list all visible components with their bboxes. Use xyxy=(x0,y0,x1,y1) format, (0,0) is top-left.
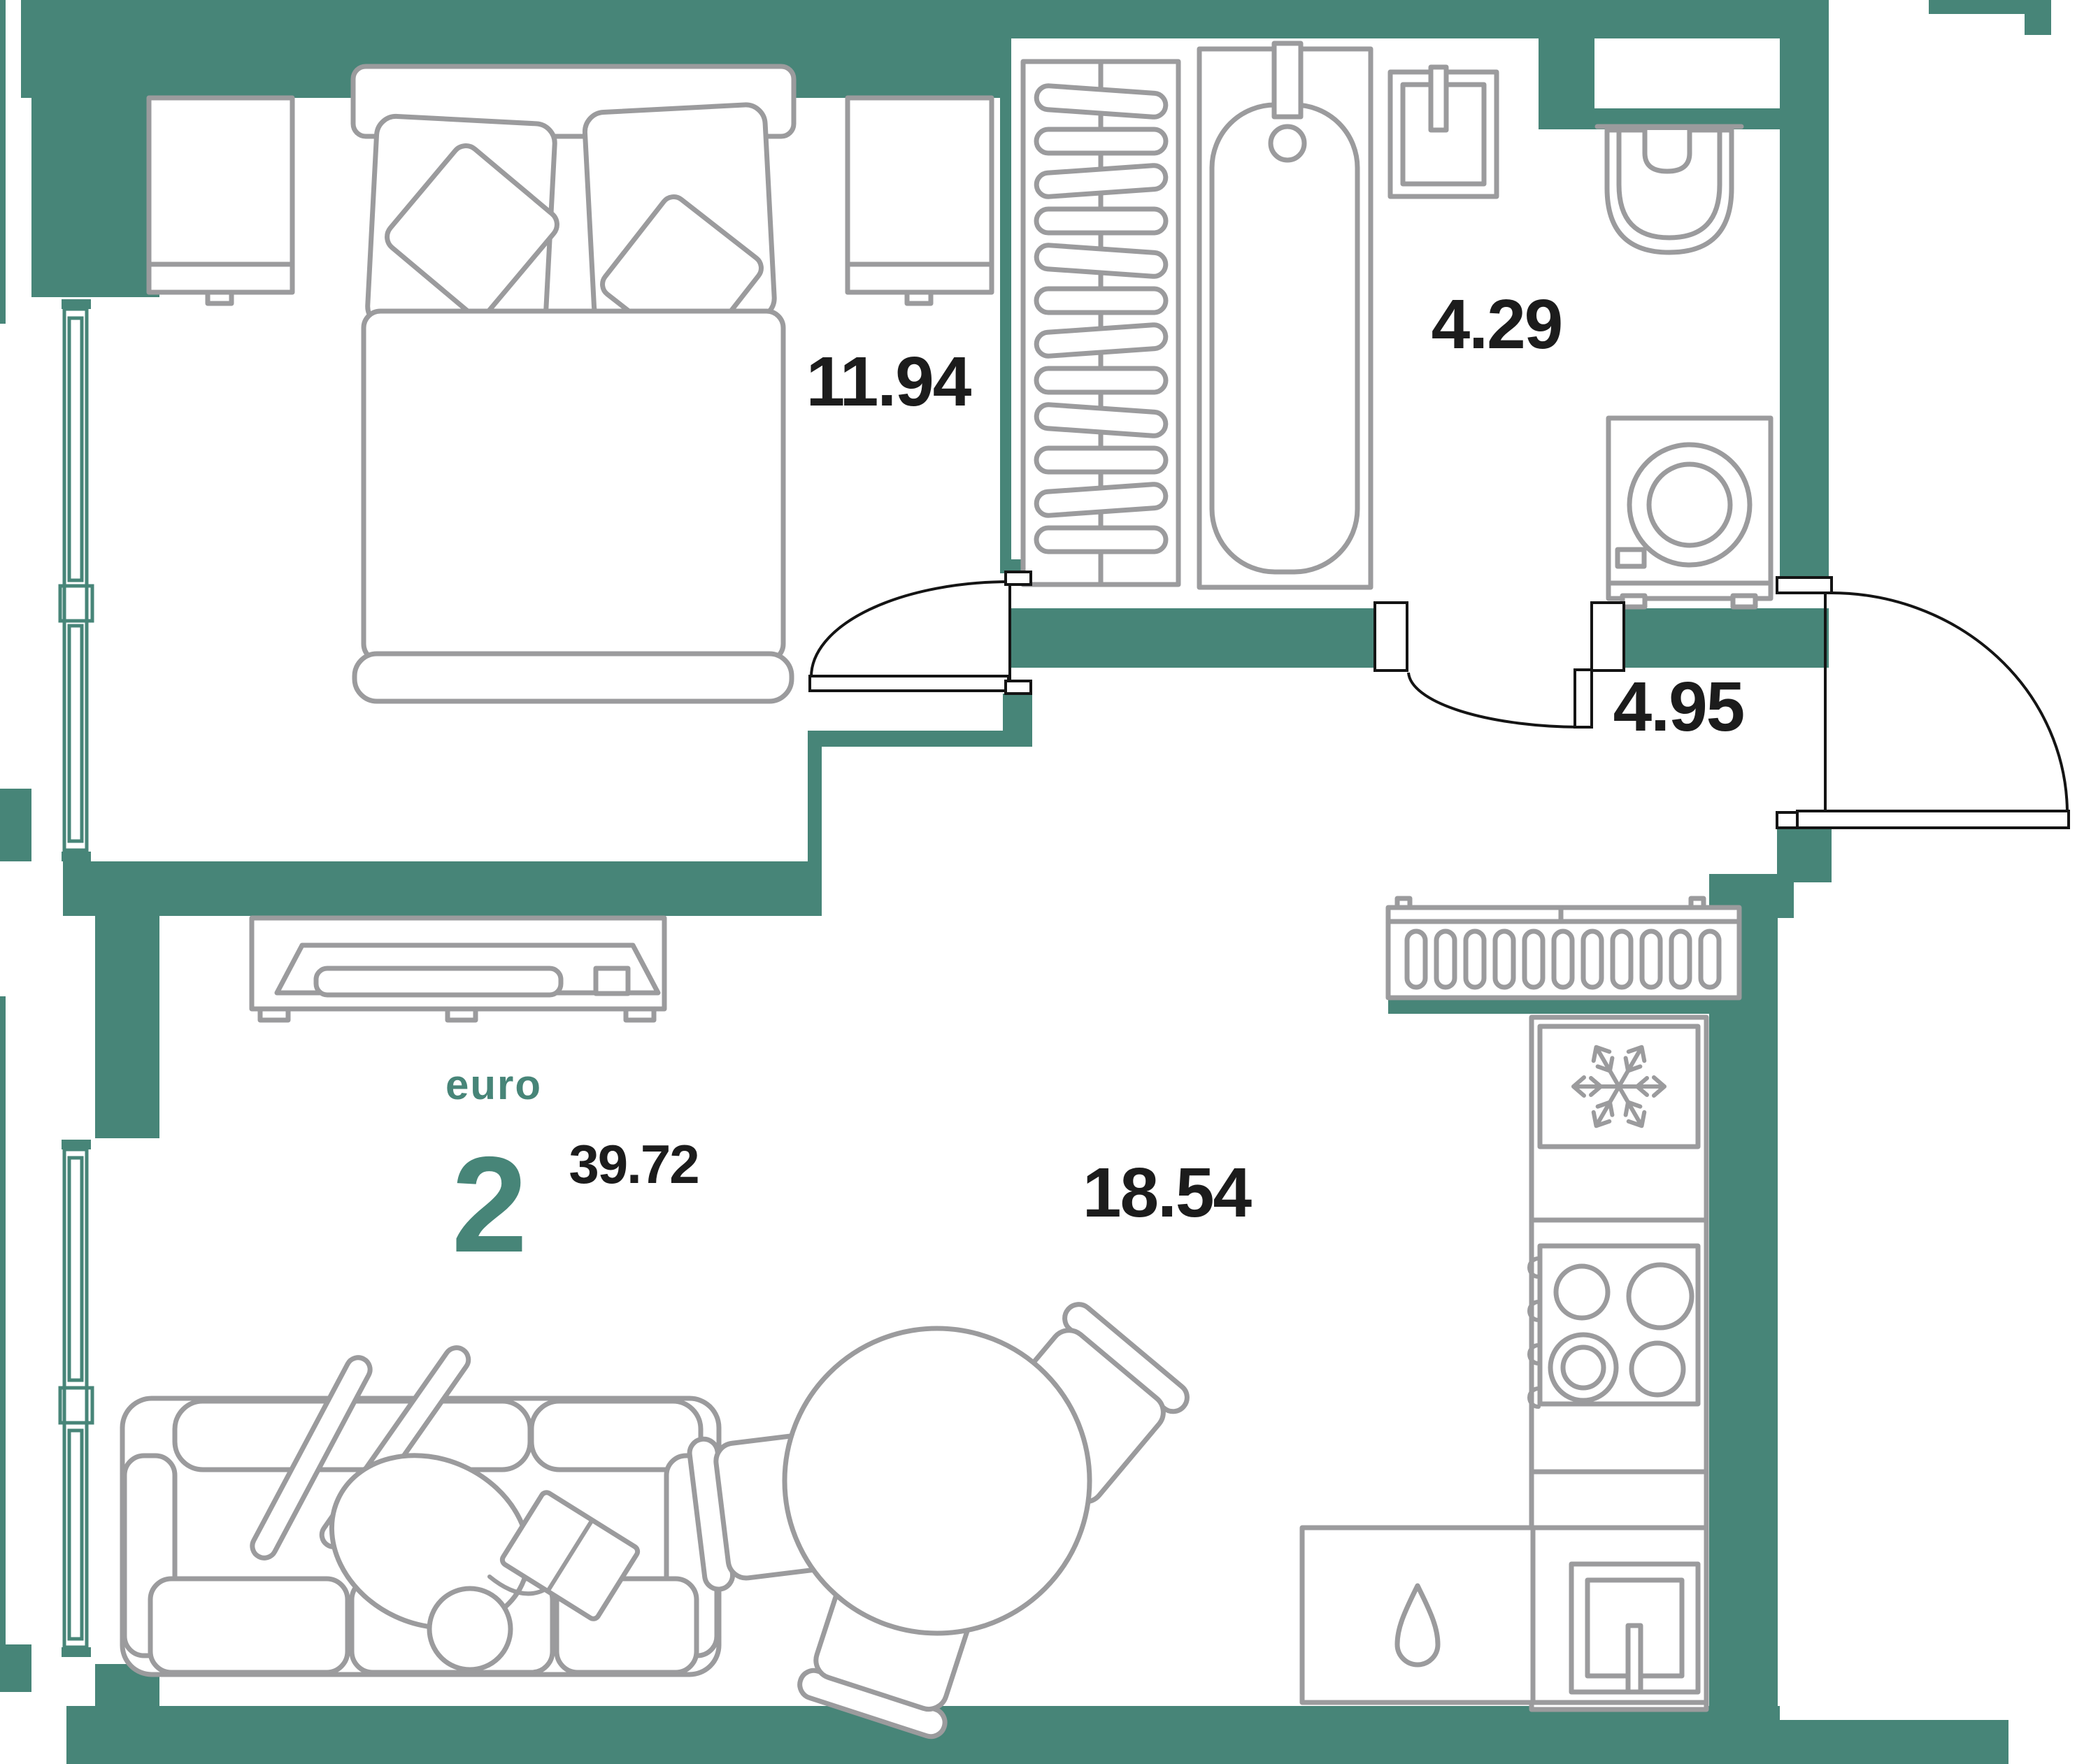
bathroom-area-label: 4.29 xyxy=(1432,285,1562,364)
water-drop-icon xyxy=(1394,1583,1441,1668)
toilet xyxy=(1594,124,1744,255)
washing-machine xyxy=(1606,415,1774,610)
hallway-area-label: 4.95 xyxy=(1613,668,1744,746)
tv-stand xyxy=(249,915,667,1023)
living-window xyxy=(58,1140,94,1657)
drying-rack xyxy=(1020,59,1181,587)
room-count-label: 2 xyxy=(452,1128,527,1281)
sink-faucet xyxy=(1625,1623,1643,1695)
living-area-label: 18.54 xyxy=(1083,1154,1253,1232)
sink-faucet xyxy=(1428,64,1449,133)
bathroom-sink xyxy=(1387,64,1499,199)
bed-footer xyxy=(352,651,794,704)
dining-table xyxy=(687,1302,1190,1740)
door-jamb xyxy=(1373,601,1408,672)
door-swing-icon xyxy=(810,580,1011,677)
hob xyxy=(1527,1243,1701,1409)
door-swing-icon xyxy=(1407,672,1583,729)
bedroom-door xyxy=(808,571,1032,695)
decor-pillow xyxy=(385,143,559,318)
bathroom-door xyxy=(1373,601,1625,729)
bedroom-window xyxy=(58,299,94,861)
door-leaf xyxy=(1796,810,2070,829)
double-bed xyxy=(350,64,797,704)
apartment-badge: euro 2 39.72 xyxy=(445,1061,700,1281)
total-area-label: 39.72 xyxy=(569,1133,698,1195)
radiator xyxy=(1385,896,1742,1001)
walls xyxy=(0,0,2051,1764)
bathroom-niche xyxy=(1594,38,1780,108)
kitchen-counter xyxy=(1299,1014,1709,1712)
person-head xyxy=(427,1586,513,1672)
snowflake-freezer-icon xyxy=(1571,1045,1667,1128)
bathtub xyxy=(1197,41,1373,590)
door-jamb xyxy=(1004,680,1032,695)
bedroom-area-label: 11.94 xyxy=(806,343,972,421)
door-swing-icon xyxy=(1831,591,2069,812)
nightstand-left xyxy=(146,95,295,306)
door-leaf xyxy=(1574,668,1593,729)
entry-door xyxy=(1776,576,2070,829)
nightstand-right xyxy=(845,95,994,306)
bed-blanket xyxy=(361,308,786,664)
door-jamb xyxy=(1590,601,1625,672)
kitchen-sink xyxy=(1569,1561,1701,1695)
door-jamb xyxy=(1004,571,1032,586)
table-top xyxy=(782,1326,1092,1636)
door-leaf xyxy=(808,675,1010,692)
person-reading xyxy=(250,1345,641,1672)
apartment-type-label: euro xyxy=(445,1061,542,1108)
bedroom-window-opening xyxy=(31,297,159,861)
door-jamb xyxy=(1776,576,1833,594)
bathtub-faucet xyxy=(1271,41,1304,120)
